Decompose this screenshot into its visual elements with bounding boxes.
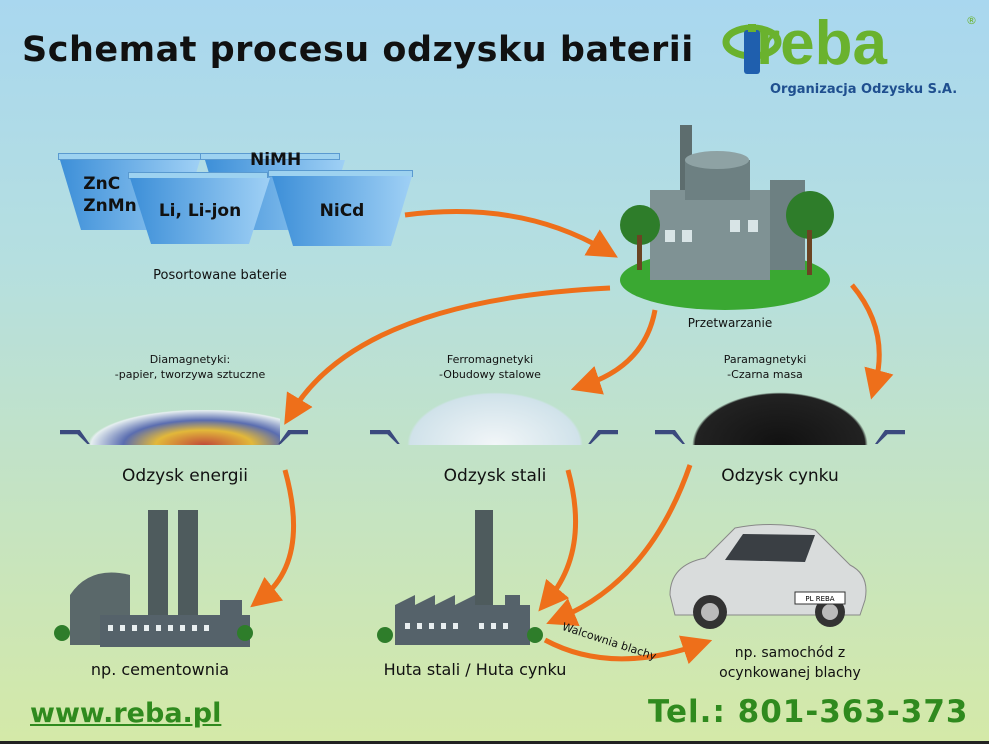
logo-subtitle: Organizacja Odzysku S.A. — [770, 82, 958, 97]
cement-plant-icon — [54, 510, 253, 647]
bin-label: ZnMn — [83, 196, 137, 216]
arrow-mill-to-car — [543, 635, 713, 665]
destination-cement: np. cementownia — [90, 660, 230, 679]
bin-nicd: NiCd — [272, 176, 412, 246]
recovery-zinc-label: Odzysk cynku — [721, 466, 839, 486]
arrow-steel-to-mill — [538, 469, 579, 612]
arrow-zinc-to-mill — [546, 464, 693, 626]
fraction-detail: -Obudowy stalowe — [439, 368, 541, 381]
bin-label: NiCd — [319, 201, 365, 221]
registered-mark: ® — [966, 14, 977, 27]
fraction-ferromagnetic-text: Ferromagnetyki -Obudowy stalowe — [415, 352, 565, 382]
fraction-heading: Ferromagnetyki — [446, 353, 534, 366]
page-title: Schemat procesu odzysku baterii — [22, 30, 694, 70]
website-link[interactable]: www.reba.pl — [30, 698, 222, 729]
bin-rim — [268, 170, 413, 177]
black-mass-pile — [680, 385, 880, 445]
destination-steelworks: Huta stali / Huta cynku — [383, 660, 567, 679]
logo-wordmark: reba — [756, 9, 887, 78]
fraction-heading: Diamagnetyki: — [149, 353, 231, 366]
arrow-to-steel — [570, 309, 658, 395]
bin-rim — [128, 172, 268, 179]
bin-label: NiMH — [250, 150, 302, 170]
bins-caption: Posortowane baterie — [153, 268, 287, 283]
fraction-detail: -Czarna masa — [727, 368, 803, 381]
fraction-paramagnetic-text: Paramagnetyki -Czarna masa — [700, 352, 830, 382]
fraction-detail: -papier, tworzywa sztuczne — [114, 368, 266, 381]
arrow-energy-to-cement — [250, 469, 296, 608]
recovery-steel-label: Odzysk stali — [443, 466, 547, 486]
processing-plant-icon — [620, 125, 834, 310]
bin-li: Li, Li-jon — [130, 178, 270, 244]
plastic-paper-pile — [90, 410, 280, 445]
steel-casings-pile — [395, 385, 595, 445]
arrow-to-zinc — [850, 283, 894, 400]
processing-label: Przetwarzanie — [687, 316, 773, 330]
bin-label: Li, Li-jon — [158, 201, 242, 221]
fraction-heading: Paramagnetyki — [723, 353, 807, 366]
recovery-energy-label: Odzysk energii — [122, 466, 248, 486]
license-plate: PL REBA — [805, 595, 834, 603]
bin-rim — [200, 153, 340, 160]
steelworks-icon — [377, 510, 543, 645]
bin-rim — [58, 153, 203, 160]
arrow-to-energy — [284, 285, 611, 425]
arrow-bins-to-processing — [404, 209, 618, 258]
phone-number: Tel.: 801-363-373 — [648, 694, 969, 730]
bin-label: ZnC — [83, 174, 121, 194]
reba-logo-icon — [722, 24, 782, 74]
fraction-diamagnetic-text: Diamagnetyki: -papier, tworzywa sztuczne — [90, 352, 290, 382]
destination-car: np. samochód z ocynkowanej blachy — [719, 645, 861, 681]
car-icon: PL REBA — [669, 523, 867, 629]
